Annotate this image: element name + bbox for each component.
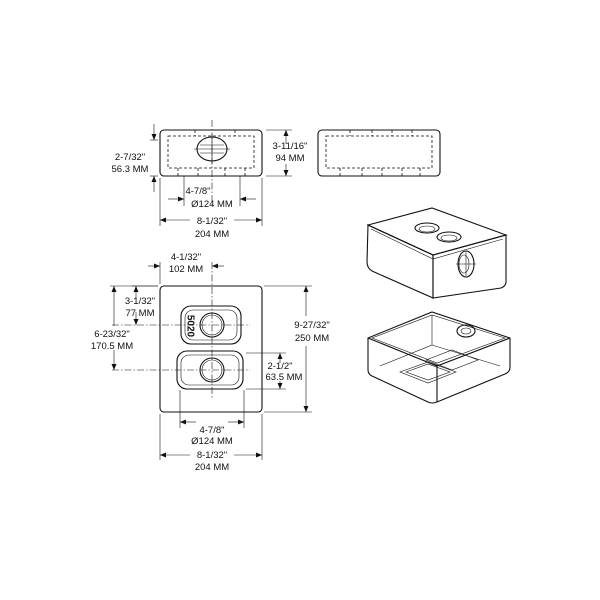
iso-slot-2 — [425, 349, 479, 371]
front-view-hidden-edges — [167, 135, 255, 169]
iso-top-hole-2 — [436, 231, 462, 243]
front-view: 2-7/32" 56.3 MM 4-7/8" Ø124 MM 8-1/32" 2… — [112, 120, 263, 240]
side-height-inch: 3-11/16" — [273, 141, 308, 152]
iso-bottom-outline — [367, 311, 511, 404]
upper-hole-dimension: 3-1/32" 77 MM — [125, 296, 155, 319]
front-width-dimension: 8-1/32" 204 MM — [195, 216, 229, 240]
side-view-outline — [317, 129, 441, 177]
top-offset-inch: 4-1/32" — [171, 252, 201, 263]
iso-bottom-side-hole — [456, 324, 476, 338]
iso-right-face — [432, 234, 507, 299]
plan-hole-dimension: 4-7/8" Ø124 MM — [191, 425, 233, 447]
length-dimension: 9-27/32" 250 MM — [294, 320, 330, 344]
lower-hole-inch: 6-23/32" — [94, 329, 130, 340]
iso-slot-1 — [399, 361, 457, 384]
top-offset-dimension: 4-1/32" 102 MM — [169, 252, 203, 275]
iso-top-hole-1 — [414, 222, 440, 234]
lower-hole-dimension: 6-23/32" 170.5 MM — [91, 329, 133, 352]
side-view-hidden-edges — [325, 135, 433, 169]
plan-hole-mm: Ø124 MM — [191, 436, 233, 447]
plan-hole-inch: 4-7/8" — [199, 425, 224, 436]
lower-hole-mm: 170.5 MM — [91, 341, 133, 352]
front-height-mm: 56.3 MM — [112, 164, 149, 175]
iso-left-face — [366, 224, 434, 299]
top-offset-mm: 102 MM — [169, 264, 203, 275]
front-height-inch: 2-7/32" — [115, 152, 145, 163]
plan-view-outline — [159, 285, 263, 413]
model-label: 5020 — [184, 315, 195, 338]
front-height-dimension: 2-7/32" 56.3 MM — [112, 152, 149, 175]
upper-hole-mm: 77 MM — [125, 308, 154, 319]
hole-spacing-mm: 63.5 MM — [266, 372, 303, 383]
side-height-dimension: 3-11/16" 94 MM — [273, 141, 308, 164]
plan-view: 5020 4-1/32" 102 MM 3-1/32" 77 MM 6-2 — [91, 252, 330, 473]
side-view: 3-11/16" 94 MM — [266, 129, 441, 177]
front-width-mm: 204 MM — [195, 229, 229, 240]
plan-width-inch: 8-1/32" — [197, 450, 227, 461]
length-inch: 9-27/32" — [294, 320, 330, 331]
front-hole-inch: 4-7/8" — [185, 186, 210, 197]
plan-width-mm: 204 MM — [195, 462, 229, 473]
isometric-bottom-view — [367, 311, 511, 404]
hole-spacing-inch: 2-1/2" — [267, 361, 292, 372]
side-height-mm: 94 MM — [275, 153, 304, 164]
front-view-outline — [159, 129, 263, 177]
length-mm: 250 MM — [295, 333, 329, 344]
upper-hole-inch: 3-1/32" — [125, 296, 155, 307]
isometric-top-view — [366, 207, 508, 299]
iso-top-face — [366, 207, 508, 256]
hole-spacing-dimension: 2-1/2" 63.5 MM — [266, 361, 303, 383]
plan-width-dimension: 8-1/32" 204 MM — [195, 450, 229, 473]
front-hole-mm: Ø124 MM — [191, 199, 233, 210]
front-hole-dimension: 4-7/8" Ø124 MM — [185, 186, 232, 210]
front-width-inch: 8-1/32" — [197, 216, 227, 227]
